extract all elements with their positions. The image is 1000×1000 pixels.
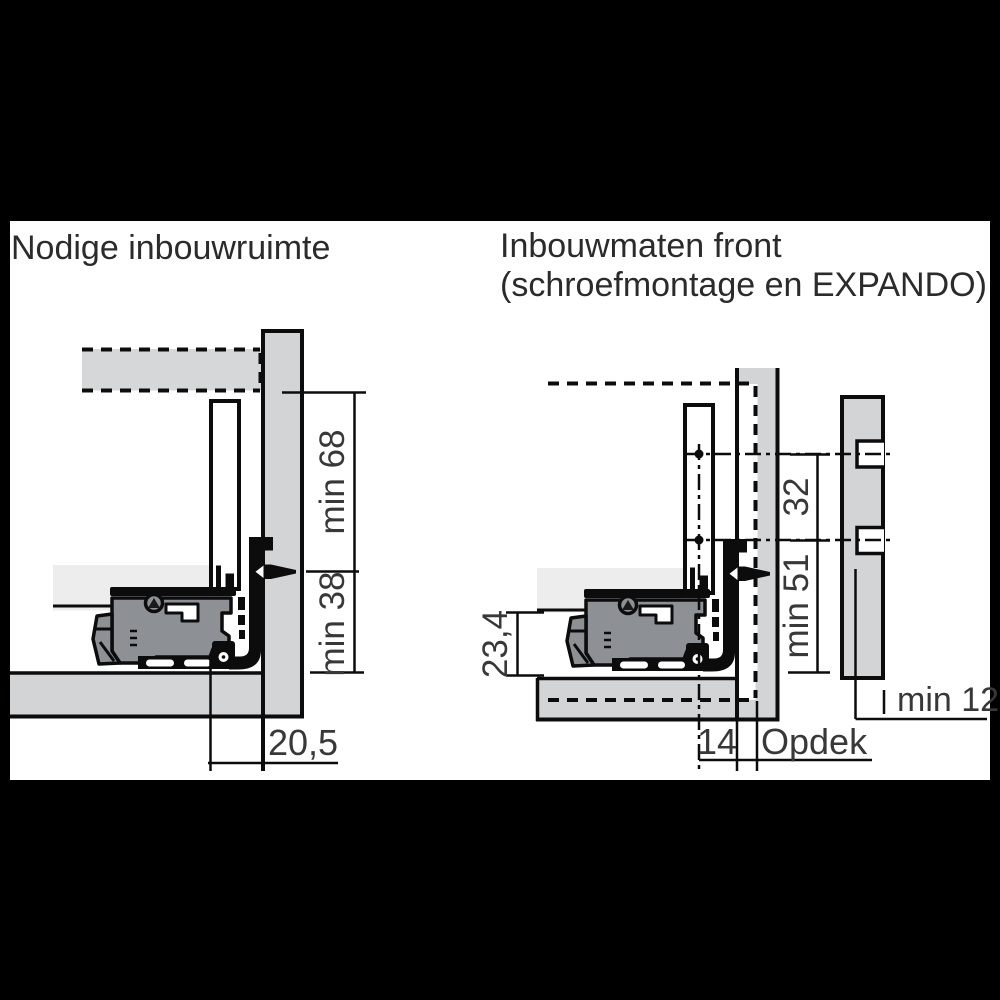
drawer-side-profile [209, 399, 241, 591]
right-diagram-front-dimensions: 32 min 51 23,4 14 Opdek min 12 [476, 368, 999, 771]
cabinet-bottom-panel [10, 673, 304, 717]
dim-label-32: 32 [777, 478, 816, 517]
right-diagram-subtitle: (schroefmontage en EXPANDO) [500, 266, 987, 304]
dim-label-opdek: Opdek [761, 721, 868, 762]
dim-label-min-12: min 12 [897, 681, 999, 719]
left-diagram-title: Nodige inbouwruimte [11, 229, 330, 267]
right-diagram-title: Inbouwmaten front [500, 227, 782, 265]
drawer-front-panel [261, 329, 304, 718]
right-dimension-lines [506, 453, 987, 762]
dim-label-14: 14 [697, 721, 737, 762]
left-dimension-lines [208, 391, 366, 771]
dim-label-min-68: min 68 [313, 429, 352, 534]
front-panel-opdek [840, 395, 885, 719]
dim-label-min-38: min 38 [313, 571, 352, 676]
dim-label-20-5: 20,5 [268, 722, 338, 763]
cabinet-top-panel [82, 349, 262, 391]
dim-label-23-4: 23,4 [476, 610, 515, 678]
carcass-front-column [757, 368, 778, 718]
left-diagram-required-space: min 68 min 38 20,5 [10, 329, 366, 771]
dim-label-min-51: min 51 [777, 553, 816, 658]
